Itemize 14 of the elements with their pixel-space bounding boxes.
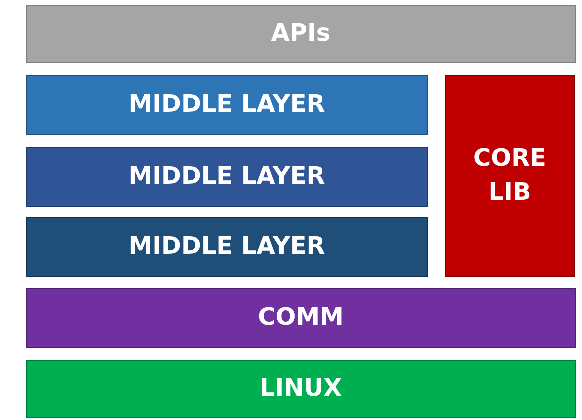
layer-label: APIs <box>271 18 331 50</box>
layer-label: MIDDLE LAYER <box>128 89 326 120</box>
layer-label: CORE LIB <box>472 143 548 208</box>
layer-box <box>26 75 428 135</box>
layer-box <box>26 288 576 348</box>
layer-label: LINUX <box>260 373 342 404</box>
layer-label: MIDDLE LAYER <box>128 231 326 262</box>
layer-box <box>26 147 428 207</box>
layer-box <box>26 5 576 63</box>
layer-label: MIDDLE LAYER <box>128 161 326 192</box>
layer-label: COMM <box>258 302 344 334</box>
layer-box <box>26 217 428 277</box>
layer-box <box>26 360 576 418</box>
layer-box <box>445 75 575 277</box>
